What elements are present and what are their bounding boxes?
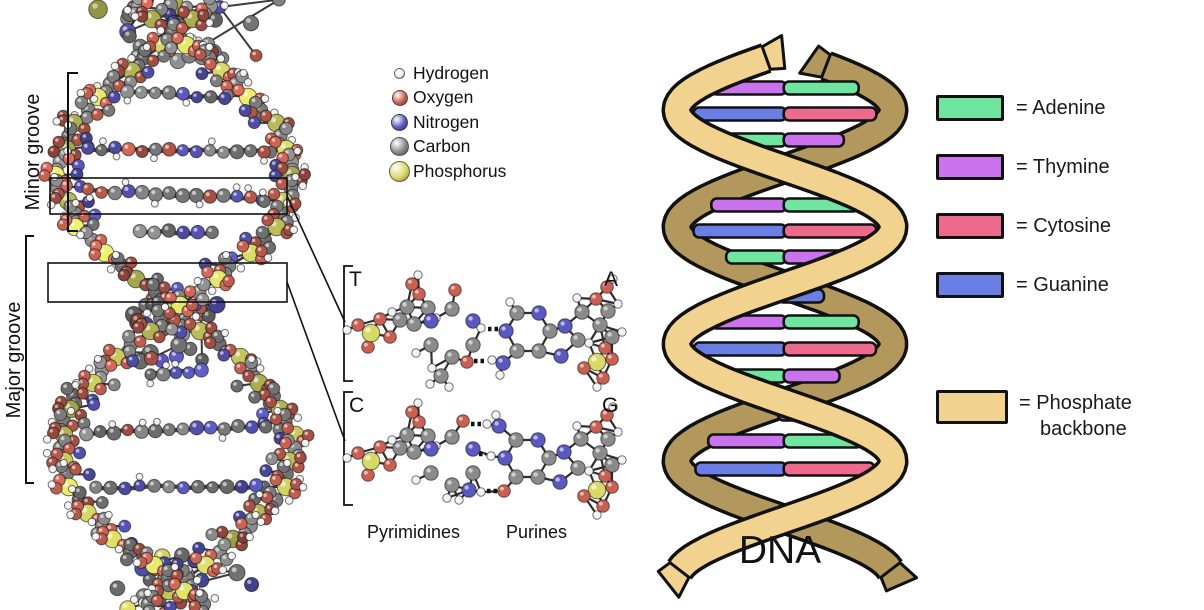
dna-molecular-model bbox=[38, 0, 315, 610]
adenine-letter-label: A bbox=[604, 268, 619, 291]
major-groove-label: Major groove bbox=[3, 301, 25, 419]
legend-item-adenine: = Adenine bbox=[936, 95, 1111, 121]
phosphorus-sphere-icon bbox=[389, 160, 410, 182]
atom-legend-label: Oxygen bbox=[413, 87, 474, 108]
cg-bracket bbox=[343, 391, 353, 506]
guanine-letter-label: G bbox=[602, 394, 619, 417]
atom-legend-item-hydrogen: Hydrogen bbox=[386, 61, 506, 86]
phosphate-backbone-swatch bbox=[936, 390, 1008, 424]
legend-item-guanine: = Guanine bbox=[936, 272, 1111, 298]
nitrogen-sphere-icon bbox=[391, 113, 408, 131]
connector-line-bottom bbox=[286, 281, 346, 442]
adenine-swatch bbox=[936, 95, 1004, 121]
base-pair-figures bbox=[342, 270, 627, 520]
carbon-sphere-icon bbox=[390, 137, 409, 157]
connector-line-top bbox=[286, 195, 346, 323]
cartoon-rungs bbox=[692, 80, 878, 477]
legend-label: = Guanine bbox=[1016, 273, 1109, 296]
atom-legend: Hydrogen Oxygen Nitrogen Carbon Phosphor… bbox=[386, 61, 506, 184]
atom-legend-label: Nitrogen bbox=[413, 111, 480, 132]
atom-legend-item-nitrogen: Nitrogen bbox=[386, 110, 506, 135]
ta-bracket bbox=[343, 265, 353, 382]
purines-label: Purines bbox=[506, 522, 568, 542]
legend-item-cytosine: = Cytosine bbox=[936, 213, 1111, 239]
phosphate-label-line1: = Phosphate bbox=[1019, 392, 1132, 414]
phosphate-label-line2: backbone bbox=[1040, 418, 1127, 440]
cytosine-swatch bbox=[936, 213, 1004, 239]
minor-groove-label: Minor groove bbox=[22, 93, 44, 211]
oxygen-sphere-icon bbox=[391, 89, 408, 106]
atom-legend-item-phosphorus: Phosphorus bbox=[386, 159, 506, 184]
minor-groove-bracket bbox=[67, 72, 78, 232]
base-color-legend: = Adenine = Thymine = Cytosine = Guanine bbox=[936, 95, 1111, 298]
cytosine-letter-label: C bbox=[349, 394, 365, 417]
dna-cartoon-helix bbox=[656, 34, 919, 599]
legend-label: = Adenine bbox=[1016, 96, 1106, 119]
atom-legend-label: Phosphorus bbox=[413, 160, 507, 181]
legend-item-thymine: = Thymine bbox=[936, 154, 1111, 180]
thymine-swatch bbox=[936, 154, 1004, 180]
major-groove-bracket bbox=[25, 235, 34, 484]
phosphate-backbone-label: = Phosphate backbone bbox=[1019, 390, 1132, 442]
dna-title: DNA bbox=[738, 529, 822, 572]
thymine-letter-label: T bbox=[349, 268, 362, 291]
atom-legend-label: Carbon bbox=[413, 136, 471, 157]
atom-legend-item-oxygen: Oxygen bbox=[386, 86, 506, 111]
pyrimidines-label: Pyrimidines bbox=[367, 522, 461, 542]
legend-item-phosphate-backbone: = Phosphate backbone bbox=[936, 390, 1132, 442]
guanine-swatch bbox=[936, 272, 1004, 298]
annotation-boxes bbox=[25, 72, 353, 506]
atom-legend-label: Hydrogen bbox=[413, 62, 489, 83]
atom-legend-item-carbon: Carbon bbox=[386, 135, 506, 160]
legend-label: = Thymine bbox=[1016, 155, 1110, 178]
legend-label: = Cytosine bbox=[1016, 214, 1112, 237]
hydrogen-sphere-icon bbox=[394, 67, 405, 79]
